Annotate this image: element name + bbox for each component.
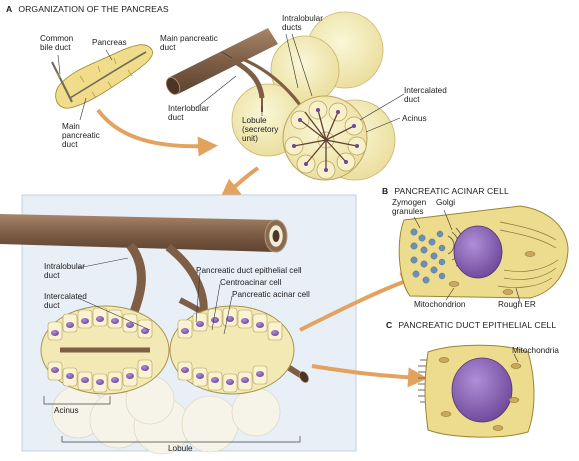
label-main-pancreatic-duct-left: Main pancreatic duct	[62, 122, 100, 149]
label-intercalated-duct-a: Intercalated duct	[404, 86, 447, 104]
duct-epithelial-cell	[418, 345, 534, 437]
label-acinus: Acinus	[54, 406, 79, 415]
arrow-to-detail-panel	[226, 168, 258, 194]
label-acinus-a: Acinus	[402, 114, 427, 123]
detail-panel	[0, 195, 356, 454]
label-rough-er: Rough ER	[498, 300, 536, 309]
label-main-pancreatic-duct: Main pancreatic duct	[160, 34, 218, 52]
label-common-bile-duct: Common bile duct	[40, 34, 73, 52]
label-golgi: Golgi	[436, 198, 455, 207]
label-centroacinar-cell: Centroacinar cell	[220, 278, 281, 287]
label-intralobular-ducts: Intralobular ducts	[282, 14, 323, 32]
label-zymogen-granules: Zymogen granules	[392, 198, 426, 216]
label-intercalated-duct: Intercalated duct	[44, 292, 87, 310]
label-lobule: Lobule	[168, 444, 193, 453]
label-pancreatic-acinar-cell: Pancreatic acinar cell	[232, 290, 310, 299]
label-lobule-secretory-unit: Lobule (secretory unit)	[242, 116, 278, 143]
label-mitochondria: Mitochondria	[512, 346, 559, 355]
acinus-cluster-left	[41, 306, 169, 394]
acinus-cluster-right	[170, 306, 294, 394]
label-pancreatic-duct-epithelial-cell: Pancreatic duct epithelial cell	[196, 266, 302, 275]
label-interlobular-duct: Interlobular duct	[168, 104, 209, 122]
label-intralobular-duct: Intralobular duct	[44, 262, 85, 280]
label-pancreas: Pancreas	[92, 38, 127, 47]
lobule-section-a	[283, 96, 367, 180]
label-mitochondrion: Mitochondrion	[414, 300, 465, 309]
acinar-cell	[399, 206, 568, 302]
pancreas-organ	[52, 45, 153, 109]
